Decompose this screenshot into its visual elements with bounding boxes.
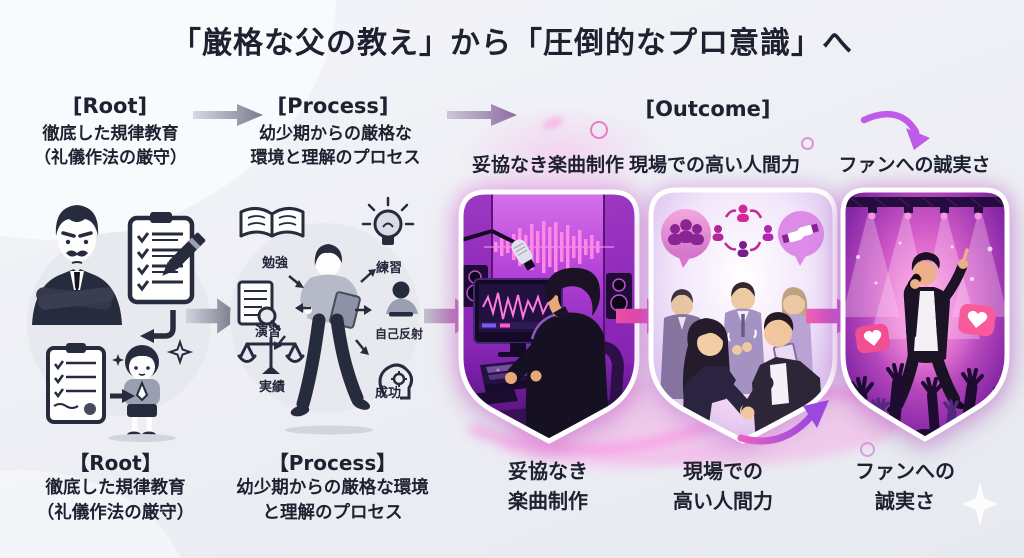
footer-process-line1: 幼少期からの厳格な環境 (236, 478, 429, 498)
right-arrow-icon (447, 104, 517, 126)
cycle-label-drill: 演習 (254, 325, 282, 340)
clipboard-icon (46, 343, 106, 424)
panel-root-illustration (22, 192, 212, 442)
ring-decoration (860, 442, 875, 457)
right-arrow-icon (186, 298, 242, 334)
cycle-label-study: 勉強 (261, 256, 289, 271)
curved-arrow-icon (860, 110, 930, 150)
footer-process-caption: 【Process】 幼少期からの厳格な環境 と理解のプロセス (225, 447, 440, 526)
cycle-label-success: 成功 (374, 386, 402, 401)
footer-process-line2: と理解のプロセス (262, 502, 403, 523)
footer-people-line1: 現場での (683, 459, 763, 483)
group-bubble-icon (661, 209, 711, 268)
panel-fan-sincerity (840, 187, 1010, 445)
bg-person-center (720, 282, 766, 394)
process-description-line2: 環境と理解のプロセス (250, 147, 421, 168)
curved-arrow-icon (737, 400, 829, 445)
fg-man (741, 312, 824, 441)
lightbulb-icon (361, 196, 415, 245)
panel-music-production (458, 189, 640, 447)
outcome-caption-fans: ファンへの誠実さ (838, 154, 991, 176)
bent-arrow-icon (140, 310, 176, 343)
right-arrow-icon (110, 389, 135, 403)
handshake-bubble-icon (778, 211, 824, 266)
footer-process-tag: 【Process】 (268, 451, 397, 475)
book-icon (239, 207, 305, 238)
footer-root-line1: 徹底した規律教育 (45, 478, 186, 498)
footer-fans-line1: ファンへの (855, 459, 955, 483)
pink-haze-decoration (455, 105, 665, 205)
footer-music-caption: 妥協なき 楽曲制作 (468, 456, 628, 516)
footer-root-line2: （礼儀作法の厳守） (36, 502, 195, 523)
network-icon (712, 204, 774, 257)
stage-performance-illustration (840, 187, 1010, 442)
footer-fans-caption: ファンへの 誠実さ (825, 456, 985, 516)
document-icon (237, 280, 281, 331)
growth-cycle-illustration (230, 196, 420, 435)
process-tag: [Process] (277, 94, 389, 118)
footer-people-line2: 高い人間力 (673, 489, 773, 513)
scale-icon (237, 336, 305, 374)
root-description: 徹底した規律教育 （礼儀作法の厳守） (18, 123, 203, 171)
footer-music-line1: 妥協なき (508, 459, 588, 483)
heart-like-icon (958, 303, 996, 337)
outcome-caption-music: 妥協なき楽曲制作 (471, 154, 624, 176)
cycle-label-reflection: 自己反射 (374, 327, 424, 341)
ring-decoration (590, 121, 608, 139)
process-description: 幼少期からの厳格な 環境と理解のプロセス (238, 123, 433, 171)
outcome-tag: [Outcome] (645, 97, 771, 121)
page-title: 「厳格な父の教え」から「圧倒的なプロ意識」へ (171, 26, 853, 61)
self-reflection-icon (386, 281, 418, 317)
footer-root-tag: 【Root】 (69, 451, 162, 475)
child-figure (124, 345, 160, 439)
root-tag: [Root] (72, 94, 148, 118)
footer-root-caption: 【Root】 徹底した規律教育 （礼儀作法の厳守） (28, 447, 203, 526)
father-child-illustration (27, 205, 211, 442)
process-description-line1: 幼少期からの厳格な (259, 124, 412, 144)
cycle-arrows (274, 269, 376, 355)
pencil-icon (162, 232, 206, 276)
panel-process-illustration: 勉強 練習 演習 自己反射 実績 成功 (215, 190, 435, 442)
root-description-line2: （礼儀作法の厳守） (34, 147, 187, 168)
root-description-line1: 徹底した規律教育 (42, 124, 179, 144)
footer-people-caption: 現場での 高い人間力 (643, 456, 803, 516)
sparkle-icon (962, 482, 998, 526)
heart-like-icon (855, 323, 890, 354)
walking-person (290, 244, 371, 417)
sparkle-icon (166, 338, 194, 366)
microphone-icon (461, 229, 536, 271)
mind-icon (378, 363, 414, 400)
cycle-label-results: 実績 (258, 380, 286, 395)
studio-illustration (458, 189, 640, 444)
cycle-label-practice: 練習 (375, 261, 403, 276)
stage-truss-icon (844, 196, 1007, 220)
checklist-icon (127, 212, 195, 305)
footer-fans-line2: 誠実さ (875, 489, 935, 513)
right-arrow-icon (193, 104, 263, 126)
ring-decoration (801, 137, 814, 150)
outcome-caption-people: 現場での高い人間力 (628, 154, 800, 176)
sparkle-icon (112, 354, 124, 366)
footer-music-line2: 楽曲制作 (508, 489, 588, 513)
father-figure (32, 205, 122, 325)
speaker-icon (606, 273, 632, 319)
